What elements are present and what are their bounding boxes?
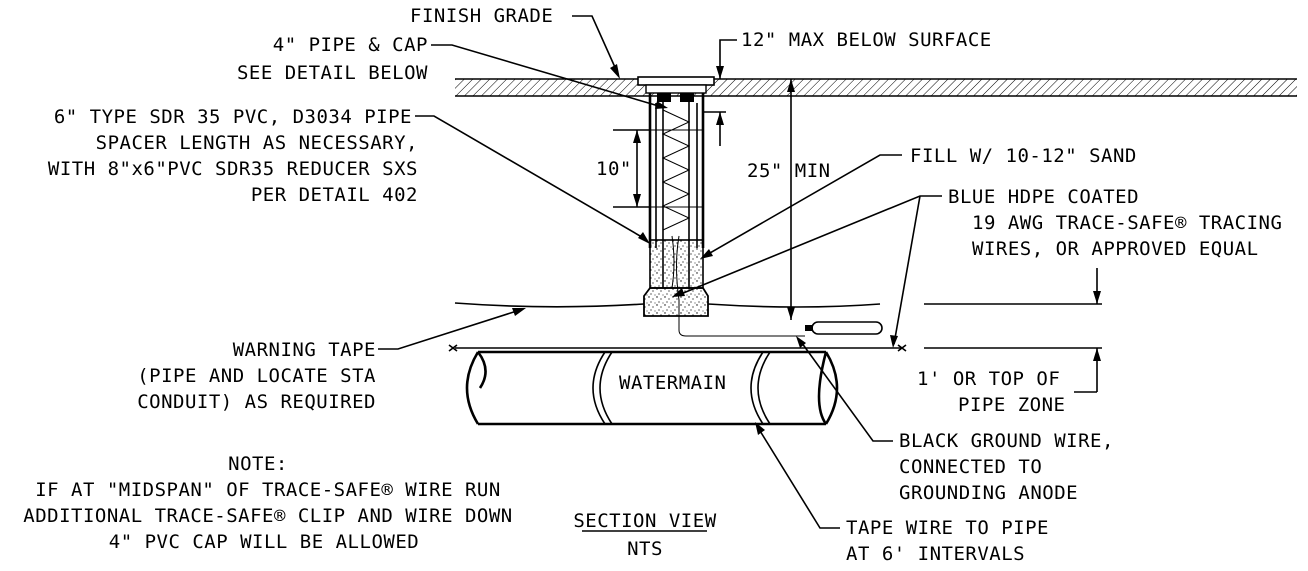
label-ground-2: CONNECTED TO (899, 456, 1042, 478)
label-pvc-3: WITH 8"x6"PVC SDR35 REDUCER SXS (48, 158, 418, 180)
trace-wire-line (448, 344, 1102, 352)
label-tape-1: TAPE WIRE TO PIPE (846, 517, 1049, 539)
warning-tape-line (454, 302, 1102, 308)
label-hdpe-3: WIRES, OR APPROVED EQUAL (972, 238, 1259, 260)
label-nts: NTS (627, 538, 663, 560)
label-pipe-cap-1: 4" PIPE & CAP (273, 34, 428, 56)
label-section-view: SECTION VIEW (573, 510, 716, 532)
label-pvc-2: SPACER LENGTH AS NECESSARY, (96, 132, 418, 154)
grounding-anode (805, 321, 883, 335)
label-finish-grade: FINISH GRADE (410, 5, 553, 27)
watermain-pipe (465, 350, 839, 426)
leader-lines (378, 15, 942, 529)
label-pipe-zone-2: PIPE ZONE (958, 394, 1065, 416)
label-watermain: WATERMAIN (619, 372, 726, 394)
label-dim-25: 25" MIN (747, 160, 831, 182)
label-note-title: NOTE: (228, 453, 288, 475)
dimension-12-max (703, 39, 737, 146)
label-ground-3: GROUNDING ANODE (899, 482, 1078, 504)
label-tape-2: AT 6' INTERVALS (846, 543, 1025, 565)
label-warning-1: WARNING TAPE (233, 339, 376, 361)
finish-grade-surface (455, 78, 1297, 97)
label-ground-1: BLACK GROUND WIRE, (899, 430, 1114, 452)
label-note-1: IF AT "MIDSPAN" OF TRACE-SAFE® WIRE RUN (35, 479, 501, 501)
dimension-10 (613, 129, 650, 208)
label-fill-sand: FILL W/ 10-12" SAND (910, 145, 1137, 167)
label-pipe-zone-1: 1' OR TOP OF (917, 368, 1060, 390)
label-note-3: 4" PVC CAP WILL BE ALLOWED (109, 531, 419, 553)
pipe-cap (637, 76, 715, 102)
dimension-pipe-zone (1074, 268, 1101, 393)
label-pvc-4: PER DETAIL 402 (251, 184, 418, 206)
label-hdpe-1: BLUE HDPE COATED (948, 186, 1139, 208)
label-warning-2: (PIPE AND LOCATE STA (137, 365, 376, 387)
label-warning-3: CONDUIT) AS REQUIRED (137, 391, 376, 413)
label-pipe-cap-2: SEE DETAIL BELOW (237, 62, 428, 84)
label-note-2: ADDITIONAL TRACE-SAFE® CLIP AND WIRE DOW… (23, 505, 513, 527)
dimension-25-min (787, 79, 795, 320)
sand-fill-zone (643, 235, 805, 337)
label-dim-10: 10" (596, 158, 632, 180)
label-hdpe-2: 19 AWG TRACE-SAFE® TRACING (972, 212, 1282, 234)
label-pvc-1: 6" TYPE SDR 35 PVC, D3034 PIPE (54, 106, 412, 128)
label-max-below-surface: 12" MAX BELOW SURFACE (741, 29, 992, 51)
